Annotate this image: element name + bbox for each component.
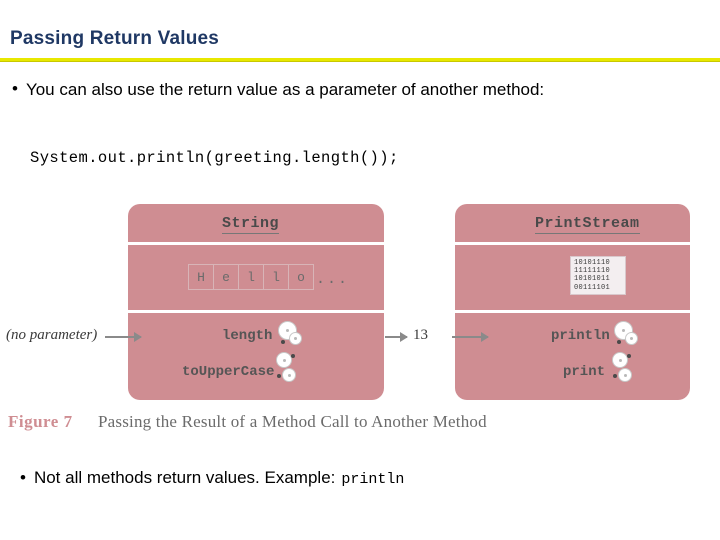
bullet-marker: • [12,79,18,98]
string-method-touppercase: toUpperCase [182,364,275,380]
bullet-code-suffix: println [341,471,405,488]
title-divider-shadow [0,61,720,62]
bullet-item-2: • Not all methods return values. Example… [20,466,710,489]
return-value-label: 13 [413,327,428,343]
printstream-method-print: print [563,364,606,380]
arrow-length-out [385,332,408,342]
figure-caption-label: Figure 7 [8,412,73,431]
gear-dot-icon [281,340,285,344]
string-class-title: String [222,215,280,234]
bullet-marker: • [20,468,26,487]
printstream-class-title: PrintStream [535,215,640,234]
string-box-divider-1 [128,242,384,245]
no-parameter-label: (no parameter) [6,327,98,343]
string-method-length: length [222,328,273,344]
binary-line-1: 11111110 [574,267,611,276]
gear-dot-icon [627,354,631,358]
arrow-no-parameter [105,332,142,342]
arrow-into-println [452,332,489,342]
string-char-2: l [238,264,264,290]
gear-icon [282,368,296,382]
string-char-0: H [188,264,214,290]
bullet-text: You can also use the return value as a p… [25,80,545,99]
string-char-3: l [263,264,289,290]
gear-icon [276,352,292,368]
string-class-box [128,204,384,400]
string-box-divider-2 [128,310,384,313]
binary-line-3: 00111101 [574,283,611,292]
string-char-ellipsis: ... [316,271,350,288]
gear-dot-icon [277,374,281,378]
bullet-item-1: • You can also use the return value as a… [12,78,702,101]
printstream-class-box [455,204,690,400]
gear-icon [289,332,302,345]
printstream-box-divider-1 [455,242,690,245]
gear-dot-icon [617,340,621,344]
page-title: Passing Return Values [10,28,220,49]
binary-line-0: 10101110 [574,259,611,267]
code-sample: System.out.println(greeting.length()); [30,149,399,167]
printstream-method-println: println [551,328,610,344]
string-char-4: o [288,264,314,290]
binary-line-2: 10101011 [574,275,611,284]
figure-caption-text: Passing the Result of a Method Call to A… [98,412,487,431]
string-char-1: e [213,264,239,290]
title-divider [0,58,720,61]
figure-diagram: String H e l l o ... length toUpperCase … [0,196,720,446]
gear-icon [625,332,638,345]
printstream-binary-buffer: 10101110 11111110 10101011 00111101 [570,256,626,295]
gear-icon [618,368,632,382]
gear-dot-icon [613,374,617,378]
gear-dot-icon [291,354,295,358]
gear-icon [612,352,628,368]
bullet-text: Not all methods return values. Example: [33,468,336,487]
printstream-box-divider-2 [455,310,690,313]
